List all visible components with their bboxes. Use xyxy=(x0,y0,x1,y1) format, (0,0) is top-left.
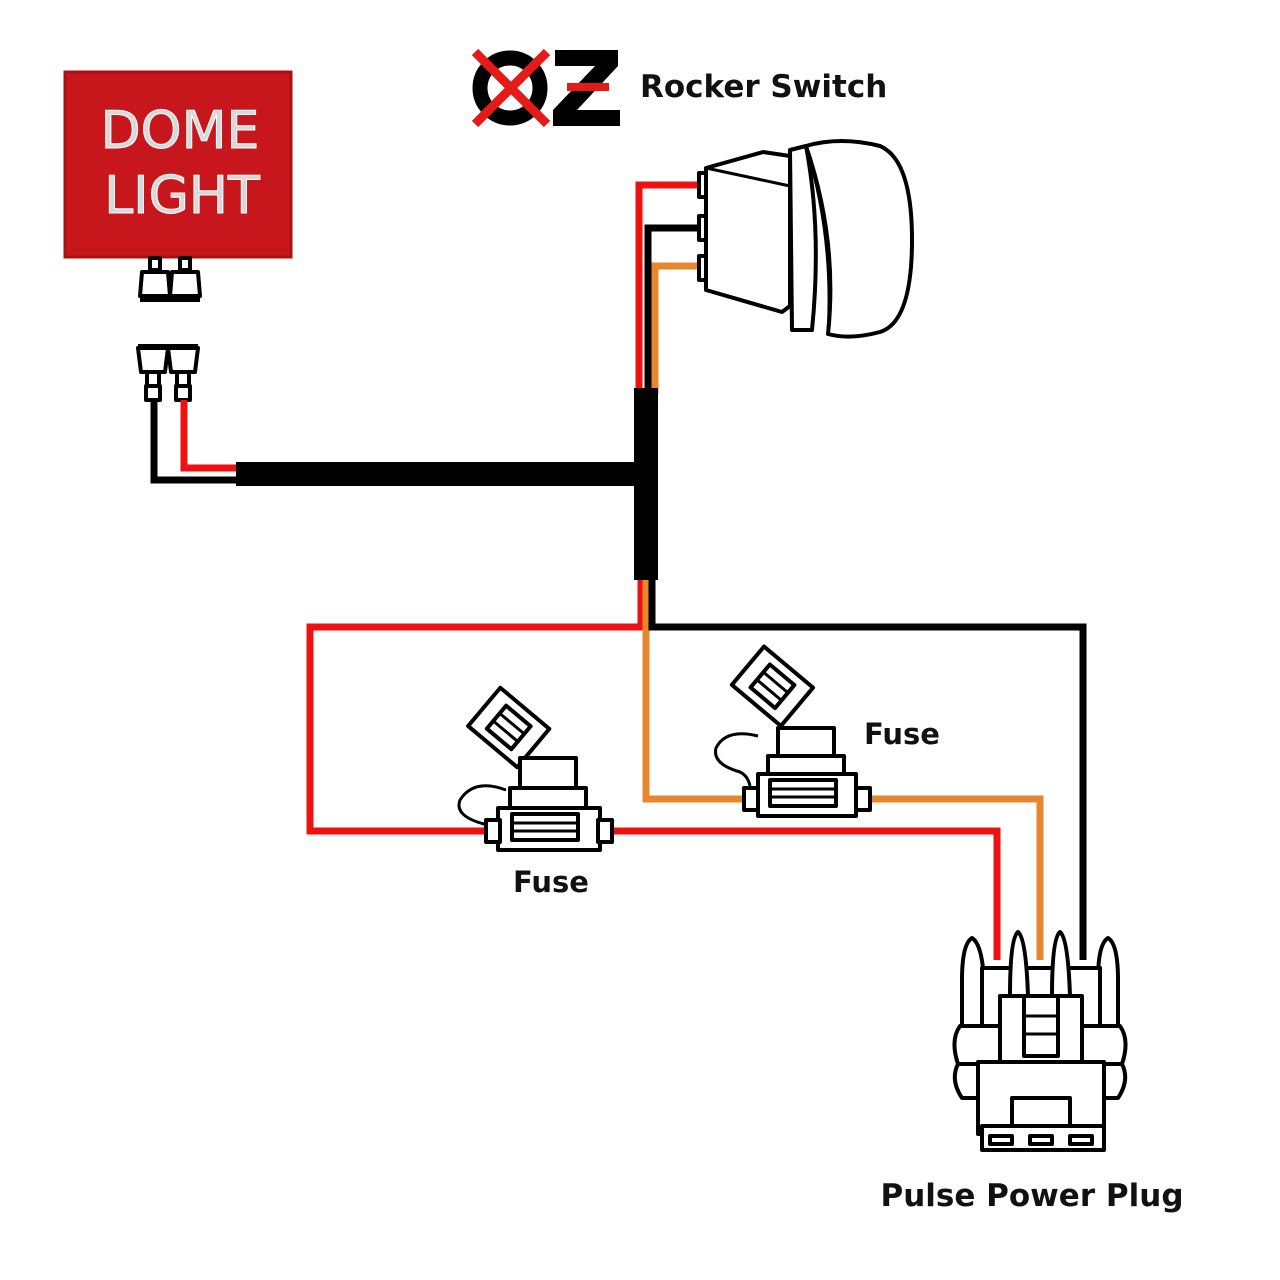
wire-black-to-plug xyxy=(648,578,1087,960)
oz-logo xyxy=(471,48,620,128)
logo-z-icon xyxy=(553,50,620,126)
wire-black-dome xyxy=(150,400,240,484)
wire-red-switch xyxy=(635,181,700,395)
dome-light-terminals xyxy=(138,256,202,302)
wire-orange-to-fuse2 xyxy=(642,578,746,803)
wire-red-loop xyxy=(306,578,645,835)
power-plug-icon xyxy=(952,930,1128,1152)
fuse-label-2: Fuse xyxy=(864,717,940,751)
wire-black-switch xyxy=(644,224,700,395)
logo-o-icon xyxy=(471,48,551,128)
harness-sheath xyxy=(236,388,658,580)
rocker-switch-icon xyxy=(697,139,914,339)
wire-red-dome xyxy=(180,400,240,472)
dome-light-line1: DOME xyxy=(101,101,260,161)
harness-connectors xyxy=(136,344,200,402)
plug-label: Pulse Power Plug xyxy=(880,1178,1183,1214)
title-text: Rocker Switch xyxy=(640,69,887,105)
wires xyxy=(150,181,1087,960)
dome-light-line2: LIGHT xyxy=(104,166,260,226)
wire-orange-to-plug xyxy=(863,795,1044,960)
fuse-holder-red-icon xyxy=(457,685,614,852)
wire-orange-switch xyxy=(651,262,700,395)
fuse-holder-orange-icon xyxy=(714,644,872,818)
wire-red-to-plug xyxy=(608,827,1001,960)
fuse-label-1: Fuse xyxy=(513,865,589,899)
dome-light-switch: DOME LIGHT xyxy=(63,70,293,259)
